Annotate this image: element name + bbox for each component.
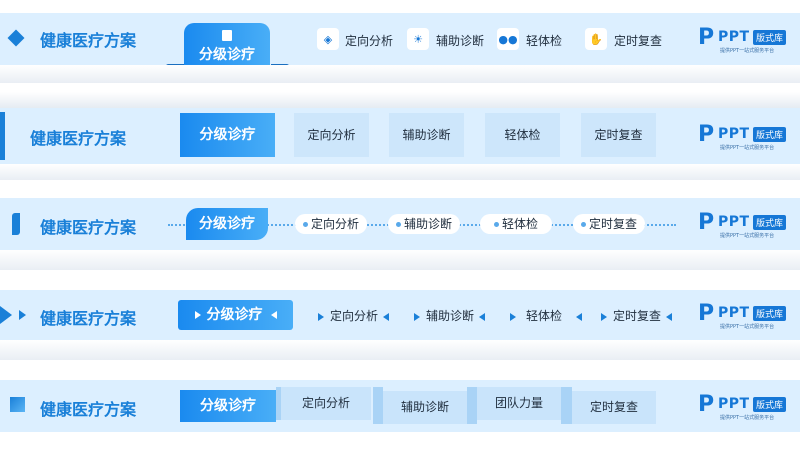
nav-bar-5: 健康医疗方案 分级诊疗 定向分析 辅助诊断 团队力量 定时复查 P PPT 版式… xyxy=(0,380,800,432)
page-title: 健康医疗方案 xyxy=(40,218,137,237)
page-title: 健康医疗方案 xyxy=(30,129,127,148)
back-icon xyxy=(666,312,673,321)
tab-dingxiang[interactable]: 定向分析 xyxy=(294,113,369,157)
tab-fuzhu[interactable]: 辅助诊断 xyxy=(388,214,461,234)
people-icon: ●● xyxy=(497,28,519,50)
fold-panel-2[interactable]: 辅助诊断 xyxy=(373,387,467,424)
logo-p-mark: P xyxy=(698,301,715,326)
lightbulb-icon: ☀ xyxy=(407,28,429,50)
diamond-icon xyxy=(7,29,25,47)
nav-bar-4: 健康医疗方案 分级诊疗 定向分析 辅助诊断 轻体检 定时复查 P PPT 版式库… xyxy=(0,290,800,340)
tab-dingshi[interactable]: 定时复查 xyxy=(601,307,673,324)
tab-fuzhu[interactable]: 辅助诊断 xyxy=(436,34,485,48)
back-icon xyxy=(576,312,583,321)
page-title: 健康医疗方案 xyxy=(40,31,137,50)
play-icon xyxy=(601,312,607,321)
dot-icon xyxy=(303,222,308,227)
accent-stripe xyxy=(0,112,5,160)
nav-bar-1: 健康医疗方案 分级诊疗 ◈ 定向分析 ☀ 辅助诊断 ●● 轻体检 ✋ 定时复查 … xyxy=(0,13,800,75)
page-title: 健康医疗方案 xyxy=(40,400,137,419)
ppt-logo: P PPT 版式库 提供PPT一站式服务平台 xyxy=(698,210,788,242)
dot-icon xyxy=(581,222,586,227)
fold-panel-4[interactable]: 定时复查 xyxy=(561,387,656,424)
fold-panel-3[interactable]: 团队力量 xyxy=(467,387,561,424)
nav-bar-2: 健康医疗方案 分级诊疗 定向分析 辅助诊断 轻体检 定时复查 P PPT 版式库… xyxy=(0,108,800,164)
tab-active-fenji[interactable]: 分级诊疗 xyxy=(186,208,268,240)
ppt-logo: P PPT 版式库 提供PPT一站式服务平台 xyxy=(698,392,788,424)
tab-qingtijian[interactable]: 轻体检 xyxy=(526,34,563,48)
ppt-logo: P PPT 版式库 提供PPT一站式服务平台 xyxy=(698,301,788,333)
play-icon xyxy=(318,312,324,321)
ppt-logo: P PPT 版式库 提供PPT一站式服务平台 xyxy=(698,25,788,57)
tab-qingtijian[interactable]: 轻体检 xyxy=(480,214,553,234)
logo-p-mark: P xyxy=(698,25,715,50)
logo-p-mark: P xyxy=(698,122,715,147)
tab-dingshi[interactable]: 定时复查 xyxy=(573,214,646,234)
fold-edge xyxy=(276,387,281,420)
nav-bar-3: 健康医疗方案 分级诊疗 定向分析 辅助诊断 轻体检 定时复查 P PPT 版式库… xyxy=(0,198,800,250)
tab-dingxiang[interactable]: 定向分析 xyxy=(345,34,394,48)
square-icon xyxy=(10,397,25,412)
tab-qingtijian[interactable]: 轻体检 xyxy=(485,113,560,157)
tab-dingshi[interactable]: 定时复查 xyxy=(581,113,656,157)
tab-fuzhu: 辅助诊断 xyxy=(400,400,449,414)
tab-dingxiang[interactable]: 定向分析 xyxy=(295,214,368,234)
dot-icon xyxy=(494,222,499,227)
dot-icon xyxy=(396,222,401,227)
fold-edge xyxy=(467,387,477,424)
tab-fuzhu[interactable]: 辅助诊断 xyxy=(389,113,464,157)
fold-edge xyxy=(373,387,383,424)
tab-active-fenji[interactable]: 分级诊疗 xyxy=(180,113,275,157)
tab-tuandui: 团队力量 xyxy=(494,396,543,410)
logo-p-mark: P xyxy=(698,392,715,417)
document-icon xyxy=(222,30,232,41)
page-title: 健康医疗方案 xyxy=(40,309,137,328)
back-icon xyxy=(479,312,486,321)
tab-qingtijian[interactable]: 轻体检 xyxy=(510,307,583,324)
tab-active-fenji[interactable]: 分级诊疗 xyxy=(178,300,293,330)
arrow-right-icon xyxy=(0,306,12,324)
layers-icon: ◈ xyxy=(317,28,339,50)
tab-dingxiang: 定向分析 xyxy=(301,396,350,410)
hand-icon: ✋ xyxy=(585,28,607,50)
play-icon xyxy=(414,312,420,321)
play-icon xyxy=(194,311,201,319)
tab-active-fenji[interactable]: 分级诊疗 xyxy=(180,390,276,422)
fold-panel-1[interactable]: 定向分析 xyxy=(276,387,371,420)
accent-pill xyxy=(12,213,20,235)
back-icon xyxy=(383,312,390,321)
arrow-right-small-icon xyxy=(19,310,26,320)
logo-p-mark: P xyxy=(698,210,715,235)
tab-dingxiang[interactable]: 定向分析 xyxy=(318,307,390,324)
fold-edge xyxy=(561,387,572,424)
back-icon xyxy=(270,311,277,319)
tab-dingshi[interactable]: 定时复查 xyxy=(614,34,663,48)
play-icon xyxy=(510,312,516,321)
tab-fuzhu[interactable]: 辅助诊断 xyxy=(414,307,486,324)
ppt-logo: P PPT 版式库 提供PPT一站式服务平台 xyxy=(698,122,788,154)
tab-dingshi: 定时复查 xyxy=(589,400,638,414)
